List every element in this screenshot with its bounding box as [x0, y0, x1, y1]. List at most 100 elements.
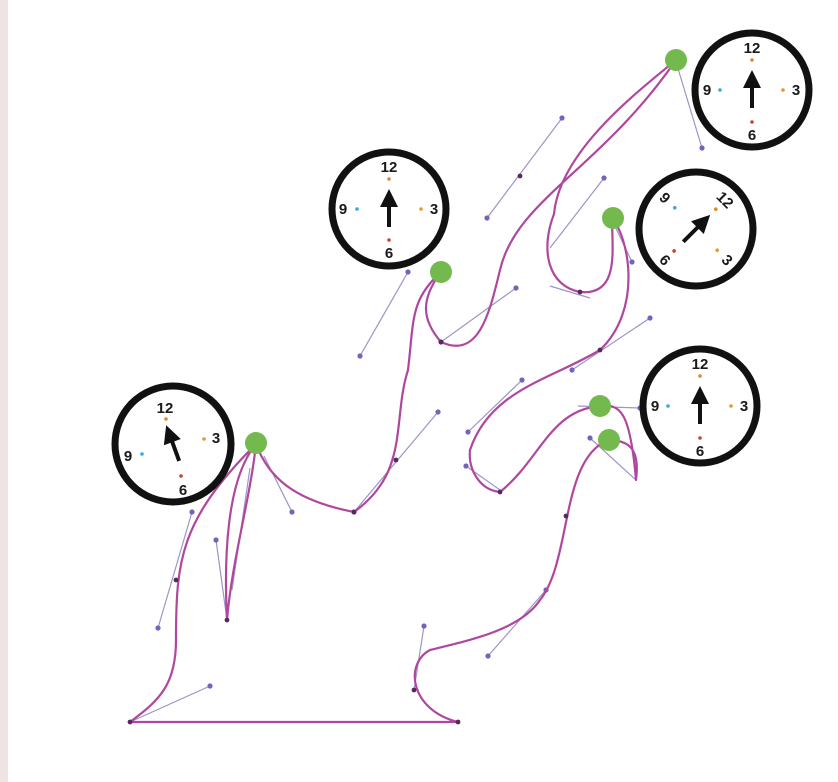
clock-dot-12 [750, 58, 754, 62]
left-edge-strip [0, 0, 8, 782]
handle-point [629, 259, 635, 265]
handle-line [467, 379, 523, 433]
handle-point [465, 429, 471, 435]
flame-outline-path [128, 58, 678, 724]
clock-icon: 12 3 6 9 [328, 148, 450, 270]
handle-line [129, 685, 211, 723]
clock-label-12: 12 [692, 356, 709, 373]
clock-label-6: 6 [696, 443, 704, 460]
clock-label-9: 9 [703, 82, 711, 99]
handle-point [357, 353, 363, 359]
handle-line [263, 455, 293, 513]
clock-dot-6 [750, 120, 754, 124]
handle-line [486, 117, 563, 219]
clock-dot-12 [713, 207, 718, 212]
handle-point [519, 377, 525, 383]
start-markers [245, 49, 687, 454]
anchor-point [577, 289, 583, 295]
handle-point [213, 537, 219, 543]
clock-label-3: 3 [430, 201, 438, 218]
handle-point [405, 269, 411, 275]
clock-icon: 12 3 6 9 [111, 382, 235, 506]
handle-line [487, 589, 547, 657]
clock-dot-9 [666, 404, 670, 408]
handle-point [435, 409, 441, 415]
clock-label-3: 3 [212, 430, 220, 447]
handle-line [571, 317, 651, 371]
clock-label-6: 6 [748, 127, 756, 144]
handle-point [207, 683, 213, 689]
clock-dot-3 [419, 207, 423, 211]
clock-label-6: 6 [179, 482, 187, 499]
handle-line [215, 539, 228, 621]
clock-label-12: 12 [744, 40, 761, 57]
handle-point [484, 215, 490, 221]
clock-dot-3 [202, 437, 206, 441]
clock-dot-12 [164, 417, 168, 421]
handle-point [421, 623, 427, 629]
handle-line [359, 271, 409, 357]
anchor-point [517, 173, 523, 179]
arrow-hand-icon [163, 425, 182, 462]
anchor-point [393, 457, 399, 463]
clock-label-3: 3 [792, 82, 800, 99]
arrow-hand-icon [380, 189, 398, 227]
clock-dot-3 [729, 404, 733, 408]
clock-dot-9 [140, 452, 144, 456]
handle-point [601, 175, 607, 181]
handle-line [549, 285, 591, 299]
anchor-points [127, 173, 603, 725]
clock-dot-9 [355, 207, 359, 211]
handle-point [647, 315, 653, 321]
clock-dot-6 [179, 474, 183, 478]
anchor-point [224, 617, 230, 623]
clock-label-12: 12 [381, 159, 398, 176]
handle-point [189, 509, 195, 515]
handle-line [157, 511, 193, 629]
handle-line [465, 465, 501, 491]
anchor-point [438, 339, 444, 345]
anchor-point [497, 489, 503, 495]
clock-label-9: 9 [124, 448, 132, 465]
clock-dot-9 [718, 88, 722, 92]
anchor-point [563, 513, 569, 519]
start-point-marker-icon [665, 49, 687, 71]
clock-label-9: 9 [651, 398, 659, 415]
anchor-point [173, 577, 179, 583]
clock-dot-3 [781, 88, 785, 92]
clock-label-6: 6 [385, 245, 393, 262]
start-point-marker-icon [602, 207, 624, 229]
arrow-hand-icon [681, 214, 711, 244]
clock-icon: 12 3 6 9 [635, 168, 757, 290]
clock-label-12: 12 [157, 400, 174, 417]
handle-point [569, 367, 575, 373]
anchor-point [597, 347, 603, 353]
start-point-marker-icon [589, 395, 611, 417]
start-point-marker-icon [598, 429, 620, 451]
handle-point [587, 435, 593, 441]
clock-dot-9 [672, 205, 677, 210]
handle-point [155, 625, 161, 631]
handle-point [289, 509, 295, 515]
clock-dot-6 [672, 249, 676, 253]
handle-point [463, 463, 469, 469]
clock-dot-12 [387, 177, 391, 181]
arrow-hand-icon [691, 386, 709, 424]
clock-dot-6 [698, 436, 702, 440]
handle-line [675, 61, 703, 149]
handle-point [485, 653, 491, 659]
start-point-marker-icon [430, 261, 452, 283]
anchor-point [127, 719, 133, 725]
handle-point [699, 145, 705, 151]
anchor-point [411, 687, 417, 693]
clock-icon: 12 3 6 9 [639, 345, 761, 467]
clock-dot-6 [387, 238, 391, 242]
handle-line [440, 287, 517, 343]
anchor-point [351, 509, 357, 515]
clock-icon: 12 3 6 9 [691, 29, 813, 151]
clock-label-9: 9 [339, 201, 347, 218]
clock-dot-3 [715, 248, 720, 253]
handle-point [559, 115, 565, 121]
start-point-marker-icon [245, 432, 267, 454]
